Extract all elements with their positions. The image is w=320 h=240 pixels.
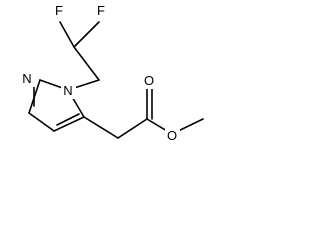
bond-c4-c5 (53, 116, 85, 132)
atom-o-ester: O (165, 127, 180, 144)
atom-label-o-ester: O (167, 128, 177, 143)
atom-o-carbonyl: O (142, 72, 157, 89)
atom-f1: F (52, 1, 67, 18)
atom-n2: N (20, 70, 35, 87)
bond-c-f2 (73, 21, 100, 48)
chemical-structure-diagram: F F N N O O (20, 1, 204, 144)
bond-ch2-carbonyl (117, 118, 148, 139)
atom-label-f1: F (55, 3, 63, 18)
atom-label-n1: N (63, 83, 72, 98)
bond-chf2-ch2 (73, 46, 100, 81)
bond-c3-c4 (28, 112, 55, 132)
atom-layer: F F N N O O (20, 1, 180, 144)
bond-f1-c (59, 21, 75, 48)
atom-label-o-carbonyl: O (144, 73, 154, 88)
atom-f2: F (94, 1, 109, 18)
bond-c5-ch2 (83, 116, 119, 139)
bond-layer (28, 21, 204, 139)
atom-n1: N (61, 82, 76, 99)
atom-label-n2: N (22, 71, 31, 86)
atom-label-f2: F (97, 3, 105, 18)
bond-c4-c5-double (56, 113, 80, 126)
